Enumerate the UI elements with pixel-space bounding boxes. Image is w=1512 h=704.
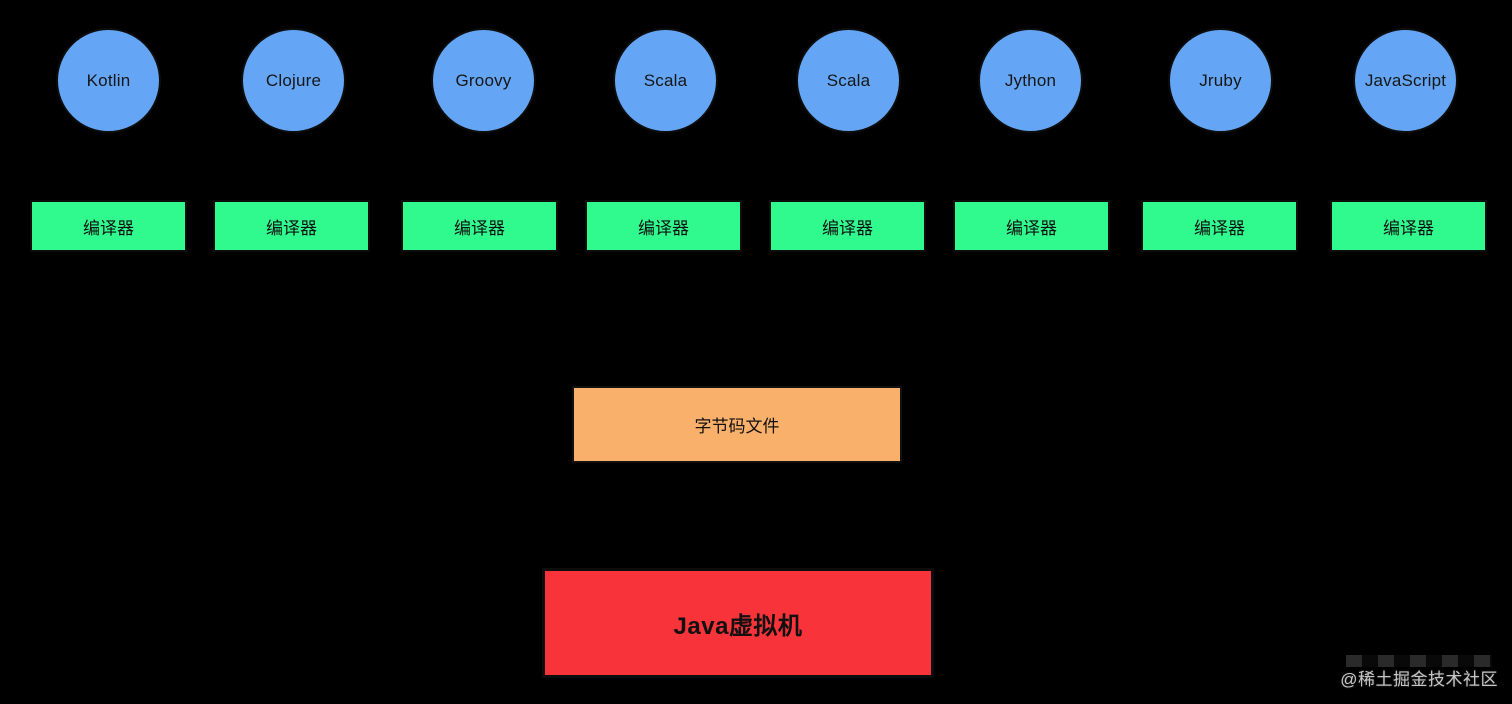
compiler-box-5: 编译器 bbox=[769, 200, 926, 252]
compiler-box-6: 编译器 bbox=[953, 200, 1110, 252]
compiler-label: 编译器 bbox=[454, 218, 505, 238]
language-node-jruby: Jruby bbox=[1168, 28, 1273, 133]
language-label: Scala bbox=[826, 70, 871, 90]
compiler-label: 编译器 bbox=[1006, 218, 1057, 238]
language-label: Groovy bbox=[455, 70, 512, 90]
language-label: Kotlin bbox=[86, 70, 131, 90]
compiler-label: 编译器 bbox=[822, 218, 873, 238]
compiler-label: 编译器 bbox=[638, 218, 689, 238]
jvm-box: Java虚拟机 bbox=[542, 568, 934, 678]
compiler-box-1: 编译器 bbox=[30, 200, 187, 252]
compiler-label: 编译器 bbox=[1194, 218, 1245, 238]
compiler-box-7: 编译器 bbox=[1141, 200, 1298, 252]
language-node-jython: Jython bbox=[978, 28, 1083, 133]
language-label: Jruby bbox=[1199, 70, 1242, 90]
compiler-box-2: 编译器 bbox=[213, 200, 370, 252]
watermark: @稀土掘金技术社区 bbox=[1340, 655, 1498, 690]
compiler-label: 编译器 bbox=[83, 218, 134, 238]
compiler-box-8: 编译器 bbox=[1330, 200, 1487, 252]
language-label: JavaScript bbox=[1364, 70, 1447, 90]
compiler-label: 编译器 bbox=[1383, 218, 1434, 238]
language-label: Clojure bbox=[265, 70, 322, 90]
language-node-clojure: Clojure bbox=[241, 28, 346, 133]
compiler-label: 编译器 bbox=[266, 218, 317, 238]
language-label: Scala bbox=[643, 70, 688, 90]
language-node-scala-1: Scala bbox=[613, 28, 718, 133]
language-node-kotlin: Kotlin bbox=[56, 28, 161, 133]
language-node-groovy: Groovy bbox=[431, 28, 536, 133]
watermark-text: @稀土掘金技术社区 bbox=[1340, 670, 1498, 689]
compiler-box-4: 编译器 bbox=[585, 200, 742, 252]
language-node-scala-2: Scala bbox=[796, 28, 901, 133]
jvm-label: Java虚拟机 bbox=[673, 612, 803, 640]
compiler-box-3: 编译器 bbox=[401, 200, 558, 252]
bytecode-file-label: 字节码文件 bbox=[694, 417, 780, 436]
language-label: Jython bbox=[1004, 70, 1057, 90]
language-node-javascript: JavaScript bbox=[1353, 28, 1458, 133]
bytecode-file-box: 字节码文件 bbox=[572, 386, 902, 463]
